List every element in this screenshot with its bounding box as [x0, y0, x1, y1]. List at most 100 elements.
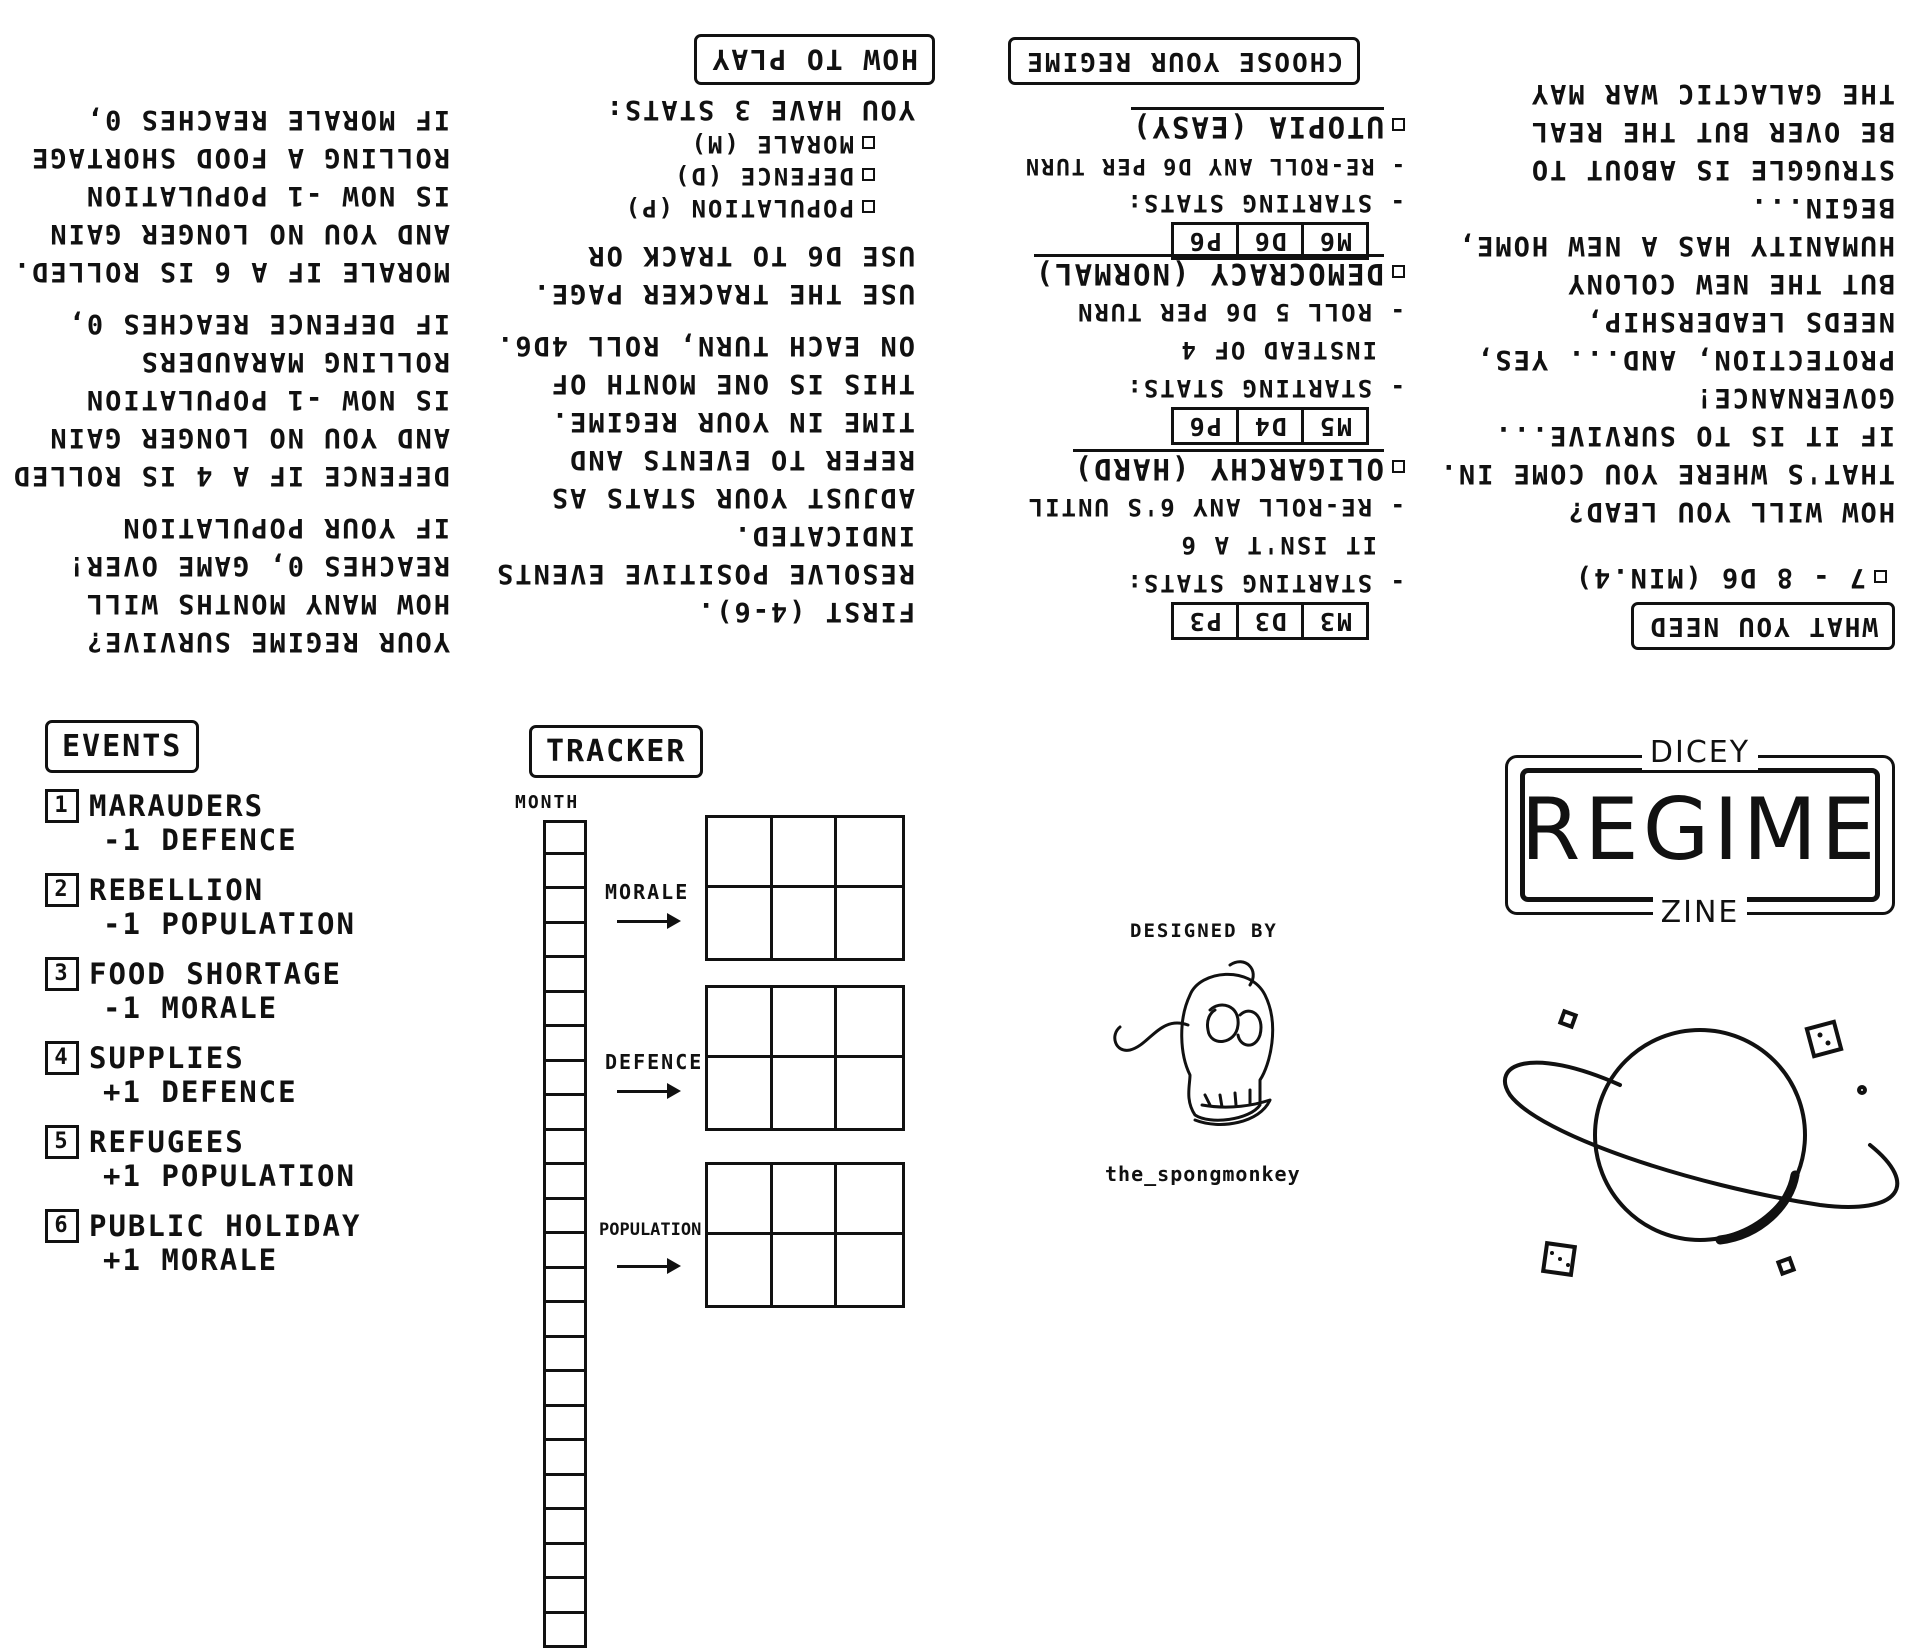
intro-line: BUT THE NEW COLONY	[1439, 264, 1895, 302]
intro-text: HOW WILL YOU LEAD? THAT'S WHERE YOU COME…	[1439, 74, 1895, 530]
stat-item-text: POPULATION (P)	[624, 194, 854, 222]
how-to-text: FIRST (4-6). RESOLVE POSITIVE EVENTS IND…	[495, 90, 915, 630]
oligarchy-section: M3 D3 P3 - STARTING STATS: IT ISN'T A 6 …	[1027, 450, 1405, 640]
how-to-play-title: HOW TO PLAY	[694, 34, 935, 85]
stat-cell: M6	[1301, 225, 1366, 257]
checkbox-icon	[1392, 461, 1405, 474]
grid-cell[interactable]	[837, 988, 902, 1058]
democracy-stats-box: M5 D4 P6	[1171, 407, 1369, 445]
checkbox-icon	[1392, 266, 1405, 279]
cover-top-text: DICEY	[1490, 735, 1910, 770]
month-cell[interactable]	[543, 924, 587, 959]
event-name: FOOD SHORTAGE	[89, 957, 342, 991]
event-number: 5	[45, 1125, 79, 1159]
how-to-line: THIS IS ONE MONTH OF	[495, 364, 915, 402]
stat-cell: P6	[1174, 225, 1236, 257]
grid-cell[interactable]	[773, 1235, 838, 1305]
month-cell[interactable]	[543, 1131, 587, 1166]
grid-cell[interactable]	[708, 888, 773, 958]
grid-cell[interactable]	[773, 888, 838, 958]
intro-panel: WHAT YOU NEED 7 - 8 d6 (min.4) HOW WILL …	[1465, 30, 1905, 670]
grid-cell[interactable]	[837, 818, 902, 888]
month-cell[interactable]	[543, 1338, 587, 1373]
month-cell[interactable]	[543, 1614, 587, 1648]
checkbox-icon	[862, 137, 875, 150]
month-cell[interactable]	[543, 1303, 587, 1338]
month-cell[interactable]	[543, 1510, 587, 1545]
month-cell[interactable]	[543, 1372, 587, 1407]
grid-cell[interactable]	[837, 1235, 902, 1305]
month-cell[interactable]	[543, 1579, 587, 1614]
stat-item-text: MORALE (M)	[690, 130, 855, 158]
month-cell[interactable]	[543, 1096, 587, 1131]
how-to-play-panel: FIRST (4-6). RESOLVE POSITIVE EVENTS IND…	[505, 30, 935, 670]
democracy-section: M5 D4 P6 - STARTING STATS: INSTEAD OF 4 …	[1034, 255, 1405, 445]
grid-cell[interactable]	[708, 1058, 773, 1128]
stat-cell: D3	[1236, 605, 1301, 637]
month-cell[interactable]	[543, 958, 587, 993]
title-frame: REGIME	[1505, 755, 1895, 915]
how-to-intro: YOU HAVE 3 STATS:	[495, 90, 915, 128]
month-cell[interactable]	[543, 1165, 587, 1200]
event-effect: +1 MORALE	[45, 1243, 485, 1277]
stat-item: MORALE (M)	[495, 128, 875, 160]
month-cell[interactable]	[543, 1027, 587, 1062]
rules-text: YOUR REGIME SURVIVE? HOW MANY MONTHS WIL…	[12, 100, 450, 660]
grid-cell[interactable]	[773, 1058, 838, 1128]
rules-line: ROLLING MARAUDERS	[12, 342, 450, 380]
month-cell[interactable]	[543, 1200, 587, 1235]
morale-label: MORALE	[605, 880, 689, 904]
month-cell[interactable]	[543, 1234, 587, 1269]
stat-cell: D6	[1236, 225, 1301, 257]
event-number: 3	[45, 957, 79, 991]
utopia-rule: - RE-ROLL ANY d6 PER TURN	[1024, 146, 1405, 184]
grid-cell[interactable]	[708, 818, 773, 888]
event-number: 2	[45, 873, 79, 907]
month-cell[interactable]	[543, 889, 587, 924]
rules-line: IF MORALE REACHES 0,	[12, 100, 450, 138]
event-effect: -1 MORALE	[45, 991, 485, 1025]
intro-line: HUMANITY HAS A NEW HOME,	[1439, 226, 1895, 264]
grid-cell[interactable]	[708, 1235, 773, 1305]
stat-cell: D4	[1236, 410, 1301, 442]
month-label: MONTH	[515, 792, 579, 813]
month-cell[interactable]	[543, 820, 587, 855]
grid-cell[interactable]	[708, 1165, 773, 1235]
how-to-line: USE d6 TO TRACK OR	[495, 236, 915, 274]
arrow-right-icon	[617, 1090, 677, 1093]
event-name: MARAUDERS	[89, 789, 264, 823]
month-cell[interactable]	[543, 1476, 587, 1511]
rules-line: IS NOW -1 POPULATION	[12, 176, 450, 214]
stat-cell: P3	[1174, 605, 1236, 637]
rules-line: REACHES 0, GAME OVER!	[12, 546, 450, 584]
grid-cell[interactable]	[773, 988, 838, 1058]
democracy-option: DEMOCRACY (NORMAL)	[1034, 255, 1405, 293]
cover-bottom-text: ZINE	[1490, 895, 1910, 930]
need-item-text: 7 - 8 d6 (min.4)	[1574, 562, 1866, 593]
grid-cell[interactable]	[773, 818, 838, 888]
grid-cell[interactable]	[837, 1165, 902, 1235]
month-cell[interactable]	[543, 1545, 587, 1580]
month-cell[interactable]	[543, 993, 587, 1028]
designed-by-label: DESIGNED BY	[1130, 920, 1278, 942]
event-item: 3 FOOD SHORTAGE -1 MORALE	[45, 957, 485, 1025]
rules-line: YOUR REGIME SURVIVE?	[12, 622, 450, 660]
grid-cell[interactable]	[837, 888, 902, 958]
month-cell[interactable]	[543, 1269, 587, 1304]
month-cell[interactable]	[543, 1407, 587, 1442]
checkbox-icon	[862, 201, 875, 214]
grid-cell[interactable]	[773, 1165, 838, 1235]
month-cell[interactable]	[543, 1441, 587, 1476]
stat-item: POPULATION (P)	[495, 192, 875, 224]
grid-cell[interactable]	[837, 1058, 902, 1128]
utopia-stats-label: - STARTING STATS:	[1024, 184, 1405, 222]
month-column	[543, 820, 587, 1648]
month-cell[interactable]	[543, 1062, 587, 1097]
grid-cell[interactable]	[708, 988, 773, 1058]
how-to-line: RESOLVE POSITIVE EVENTS	[495, 554, 915, 592]
month-cell[interactable]	[543, 855, 587, 890]
intro-line: PROTECTION, AND... YES,	[1439, 340, 1895, 378]
